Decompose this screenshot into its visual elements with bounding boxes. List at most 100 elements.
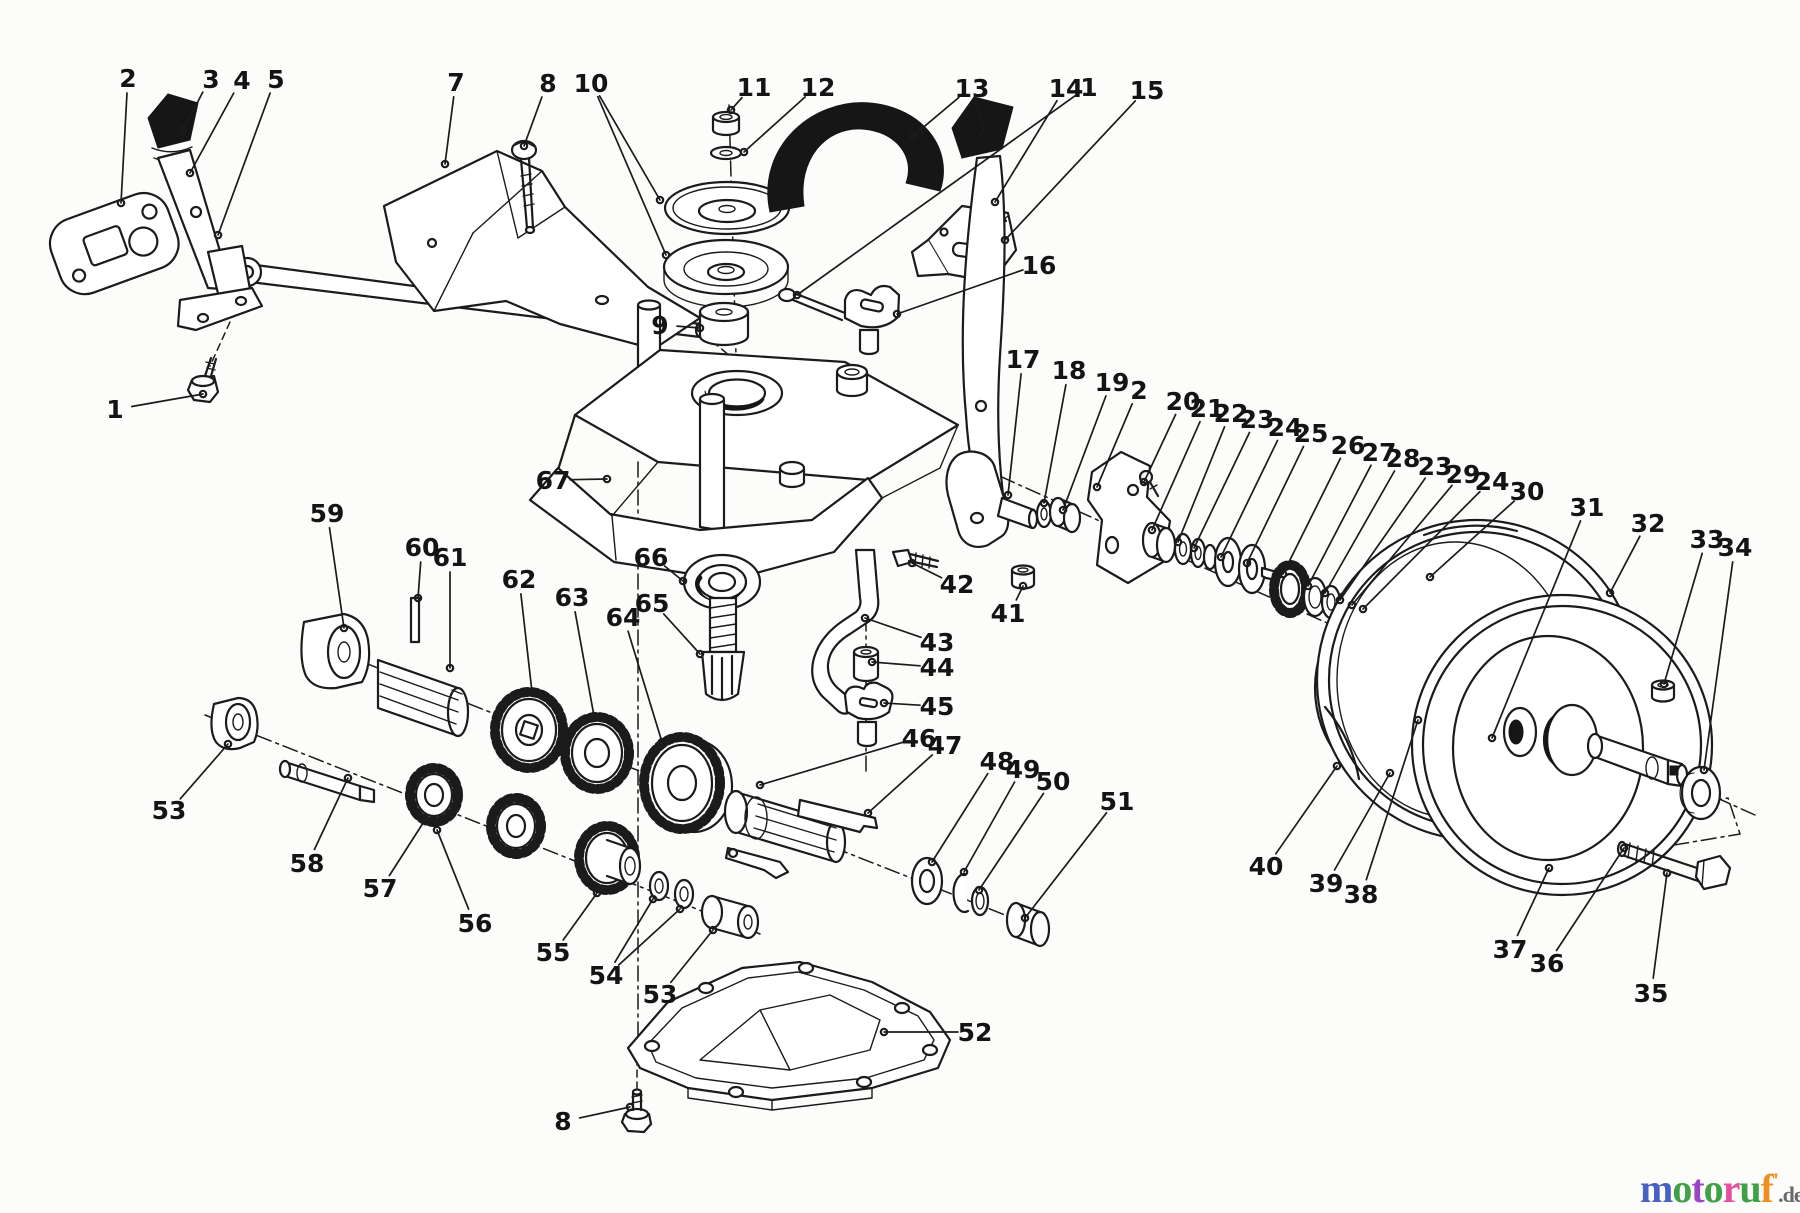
callout-leader-1 [796,94,1077,296]
callout-leader-46 [759,741,904,786]
callout-arrow-13 [908,131,918,141]
callout-label-18: 18 [1052,356,1087,385]
callout-label-64: 64 [606,603,641,632]
callout-label-57: 57 [363,874,398,903]
callout-arrow-23 [1189,543,1199,553]
callout-arrow-17 [1003,490,1013,500]
callout-arrow-67 [602,474,612,484]
callout-label-4: 4 [233,66,250,95]
callout-arrow-55 [592,888,602,898]
callout-leader-54 [617,908,681,966]
callout-label-25: 25 [1294,419,1329,448]
callout-label-42: 42 [940,570,975,599]
callout-arrow-38 [1413,715,1423,725]
callout-leader-25 [1246,445,1305,564]
callout-arrow-15 [1000,235,1010,245]
callout-arrow-53 [708,925,718,935]
callout-arrow-1 [792,290,802,300]
callout-arrow-7 [440,159,450,169]
callout-leader-53 [669,929,714,984]
callout-arrow-25 [1242,558,1252,568]
callout-label-31: 31 [1570,493,1605,522]
callout-leader-23 [1193,431,1251,549]
callout-leader-5 [217,92,271,236]
callout-label-36: 36 [1530,949,1565,978]
callout-arrow-64 [657,737,667,747]
callout-arrow-63 [589,711,599,721]
callout-label-30: 30 [1510,477,1545,506]
callout-label-34: 34 [1718,533,1753,562]
callout-arrow-2 [116,198,126,208]
callout-leader-37 [1516,867,1550,937]
callout-label-14: 14 [1049,74,1084,103]
callout-label-52: 52 [958,1018,993,1047]
callout-label-59: 59 [310,499,345,528]
callout-label-2: 2 [119,64,136,93]
callout-leader-12 [743,96,807,153]
callout-label-23: 23 [1240,405,1275,434]
callout-arrow-14 [990,197,1000,207]
callout-leader-20 [1143,413,1177,483]
callout-label-54: 54 [589,961,624,990]
callout-arrow-57 [420,815,430,825]
callout-label-17: 17 [1006,345,1041,374]
callout-arrow-8 [625,1102,635,1112]
callout-leader-35 [1652,872,1668,979]
callout-label-2: 2 [1130,376,1147,405]
callout-leader-28 [1324,470,1396,594]
callout-arrow-42 [907,558,917,568]
callout-leader-43 [864,617,922,639]
cotter-pin-drawing [777,287,847,322]
callout-label-16: 16 [1022,251,1057,280]
v-belt-drawing [767,102,944,213]
callout-arrow-8 [519,141,529,151]
callout-arrow-48 [927,857,937,867]
callout-label-27: 27 [1362,438,1397,467]
wheel-bearing-drawing [1679,765,1722,821]
callout-leader-45 [883,702,921,707]
callout-label-29: 29 [1446,460,1481,489]
callout-arrow-24 [1358,604,1368,614]
callout-label-66: 66 [634,543,669,572]
callout-arrow-23 [1335,595,1345,605]
callout-leader-13 [912,96,960,137]
callout-leader-49 [963,781,1016,873]
callout-label-65: 65 [635,589,670,618]
callout-label-3: 3 [202,65,219,94]
callout-label-37: 37 [1493,935,1528,964]
callout-arrow-12 [739,147,749,157]
callout-arrow-43 [860,613,870,623]
callout-arrow-46 [755,780,765,790]
cable-clamp-drawing [843,284,901,356]
callout-label-56: 56 [458,909,493,938]
callout-label-13: 13 [955,74,990,103]
callout-leader-51 [1024,811,1108,919]
callout-label-38: 38 [1344,880,1379,909]
callout-leader-18 [1043,383,1067,504]
callout-arrow-22 [1173,537,1183,547]
callout-label-58: 58 [290,849,325,878]
callout-arrow-20 [1139,477,1149,487]
callout-leader-53 [179,743,229,800]
shift-bolt-drawing [891,548,940,569]
callout-leader-67 [569,478,608,481]
callout-arrow-19 [1058,505,1068,515]
callout-arrow-10 [661,250,671,260]
callout-arrow-65 [695,649,705,659]
callout-leader-31 [1491,520,1582,739]
axle-nut-drawing [1650,679,1676,703]
callout-label-19: 19 [1095,368,1130,397]
callout-label-40: 40 [1249,852,1284,881]
callout-label-44: 44 [920,653,955,682]
callout-arrow-45 [879,698,889,708]
callout-arrow-60 [413,593,423,603]
callout-leader-8 [523,96,543,147]
callout-arrow-30 [1425,572,1435,582]
shift-nut-drawing [1010,564,1036,590]
callout-arrow-9 [695,323,705,333]
callout-label-8: 8 [539,69,556,98]
input-bearing-drawing [682,553,762,611]
callout-arrow-52 [879,1027,889,1037]
gear-case-drawing [528,299,960,582]
